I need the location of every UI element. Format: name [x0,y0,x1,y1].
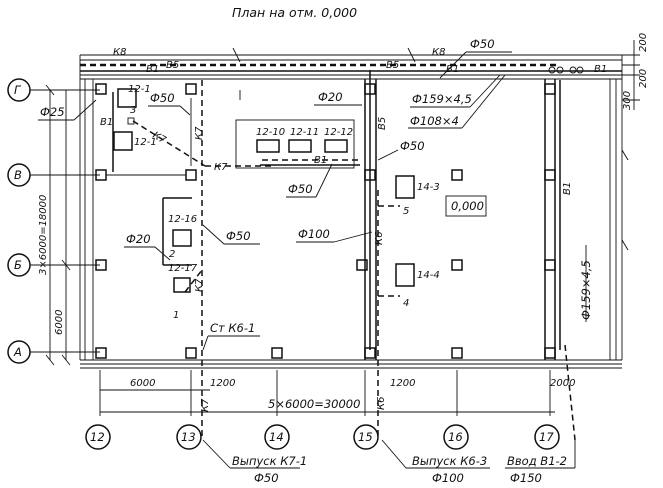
outlet-k7-1: Выпуск К7-1 [232,454,307,468]
outlet-k7-1-diameter: Ф50 [254,471,279,485]
label-b5-top-a: В5 [166,60,179,71]
label-b1-top-a: В1 [146,64,159,75]
axis-col-16: 16 [448,430,463,444]
equip-14-3: 14-3 [417,182,440,193]
axis-col-13: 13 [181,430,196,444]
dim-left-6000: 6000 [54,310,65,335]
dim-300: 300 [622,91,633,110]
label-d50-d: Ф50 [226,229,251,243]
axis-col-15: 15 [358,430,373,444]
dim-1200-right: 1200 [390,378,415,389]
dim-left-18000: 3×6000=18000 [38,195,49,275]
label-k7-b: К7 [194,126,205,140]
riser-k6-1: Ст К6-1 [210,321,255,335]
equip-4: 4 [403,298,409,309]
equip-14-4: 14-4 [417,270,440,281]
equip-3: 3 [130,105,136,116]
axis-col-17: 17 [539,430,554,444]
label-d50-a: Ф50 [150,91,175,105]
right-wall [609,55,623,360]
dim-1200-left: 1200 [210,378,235,389]
axis-col-12: 12 [90,430,105,444]
label-k7-d: К7 [194,278,205,292]
axis-col-14: 14 [269,430,284,444]
dim-6000-bottom: 6000 [130,378,155,389]
partitions [235,79,556,360]
left-dimensions: 3×6000=18000 6000 [38,84,71,366]
label-d108: Ф108×4 [410,114,459,128]
axis-row-b: Б [14,258,22,272]
label-b1-top-c: В1 [594,64,607,75]
label-d25: Ф25 [40,105,65,119]
label-k7-e: К7 [200,398,211,412]
axis-row-v: В [14,168,22,182]
equip-12-12: 12-12 [324,127,353,138]
column-axes: 12 13 14 15 16 17 [85,424,560,450]
equip-12-11: 12-11 [290,127,319,138]
label-d50-c: Ф50 [288,182,313,196]
axis-row-a: А [13,345,22,359]
label-b1-mid: В1 [314,155,327,166]
equip-12-1-b: 12-1 [134,137,157,148]
k7-network [132,80,272,440]
dim-2000: 2000 [550,378,575,389]
equip-12-1-a: 12-1 [128,84,151,95]
label-b5-top-b: В5 [386,60,399,71]
bottom-wall [80,359,622,369]
label-d100: Ф100 [298,227,330,241]
row-axes: Г В Б А [7,78,100,364]
outlet-k6-3-diameter: Ф100 [432,471,464,485]
left-wall [79,55,94,360]
equip-2: 2 [169,249,175,260]
label-d50-top: Ф50 [470,37,495,51]
structural-columns [95,83,556,359]
label-d50-b: Ф50 [400,139,425,153]
dim-200-a: 200 [638,33,649,52]
dim-30000: 5×6000=30000 [268,397,360,411]
inlet-b1-2-diameter: Ф150 [510,471,542,485]
dim-200-b: 200 [638,69,649,88]
axis-row-g: Г [14,83,22,97]
label-k8-right: К8 [432,47,445,58]
bottom-dimensions: 6000 1200 5×6000=30000 1200 2000 [99,370,575,416]
label-b1-right: В1 [562,182,573,195]
label-d159: Ф159×4,5 [412,92,472,106]
equip-5: 5 [403,206,409,217]
inlet-b1-2: Ввод В1-2 [507,454,567,468]
valves-top-right [548,66,584,74]
label-k7-c: К7 [214,162,228,173]
equip-12-10: 12-10 [256,127,285,138]
elevation-mark: 0,000 [451,199,484,213]
equip-12-17: 12-17 [168,263,198,274]
label-b1-left: В1 [100,117,113,128]
label-k8-left: К8 [113,47,126,58]
plan-title: План на отм. 0,000 [232,5,357,20]
label-b1-top-b: В1 [446,64,459,75]
equip-12-16: 12-16 [168,214,197,225]
top-right-dimensions: 200 200 300 [621,33,649,251]
top-wall [80,47,622,80]
equip-1: 1 [173,310,179,321]
label-k6-b: К6 [376,397,387,410]
label-d20-a: Ф20 [318,90,343,104]
label-d20-b: Ф20 [126,232,151,246]
label-k6-a: К6 [374,232,385,245]
label-b5-vert: В5 [377,117,388,130]
outlet-k6-3: Выпуск К6-3 [412,454,487,468]
